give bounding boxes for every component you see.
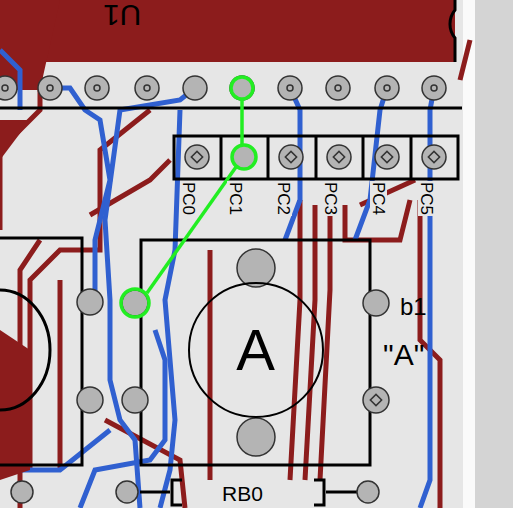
pin-name: PC0 xyxy=(180,181,197,216)
part-ref: RB0 xyxy=(221,483,264,504)
pin-name: PC1 xyxy=(227,181,244,216)
part-value: "A" xyxy=(383,340,424,370)
button-cap-letter: A xyxy=(236,321,275,379)
part-ref: b1 xyxy=(400,295,427,319)
pin-name: PC2 xyxy=(275,181,292,216)
button-footprint: b1"A"A xyxy=(141,240,370,465)
button-circle: A xyxy=(188,282,324,418)
pin-name: PC4 xyxy=(370,181,387,216)
pin-name: PC3 xyxy=(322,181,339,216)
part-ref: U1 xyxy=(102,0,142,30)
pin-name: PC5 xyxy=(418,181,435,216)
